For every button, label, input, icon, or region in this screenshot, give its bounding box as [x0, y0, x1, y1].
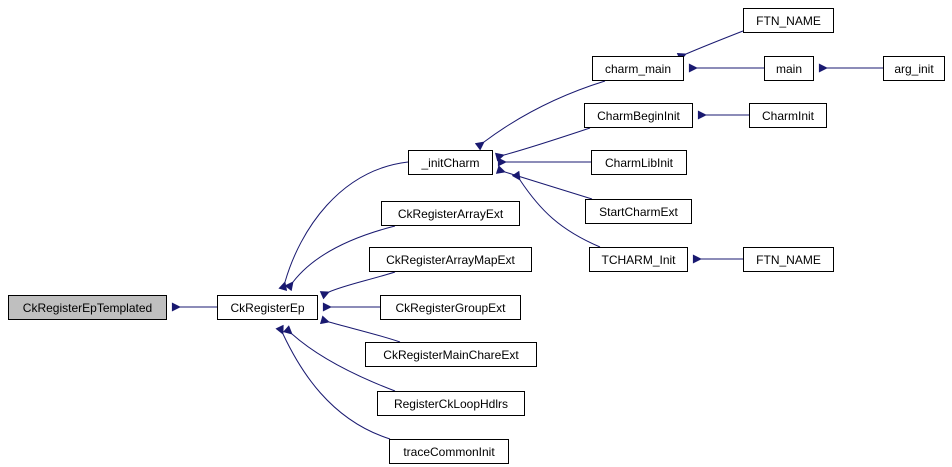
edge-n10-n2: [495, 127, 591, 162]
node-registerckloophdlrs[interactable]: RegisterCkLoopHdlrs: [377, 391, 525, 416]
edge-n3-n1: [284, 225, 396, 292]
node-initcharm[interactable]: _initCharm: [408, 150, 493, 175]
node-ckregistereptemplated: CkRegisterEpTemplated: [8, 295, 167, 320]
edge-n9-n2: [474, 80, 606, 151]
node-ckregistermainchareext[interactable]: CkRegisterMainChareExt: [365, 342, 537, 367]
node-ftn-name-bottom[interactable]: FTN_NAME: [743, 247, 834, 272]
node-main[interactable]: main: [764, 56, 814, 81]
node-charmlibinit[interactable]: CharmLibInit: [591, 150, 687, 175]
node-charm-main[interactable]: charm_main: [592, 56, 684, 81]
edge-n6-n1: [319, 315, 401, 343]
node-ftn-name-top[interactable]: FTN_NAME: [743, 8, 834, 33]
node-ckregisterarraymapext[interactable]: CkRegisterArrayMapExt: [369, 247, 532, 272]
node-charmbegininit[interactable]: CharmBeginInit: [584, 103, 693, 128]
edge-n8-n1: [275, 324, 391, 440]
node-tracecommoninit[interactable]: traceCommonInit: [389, 439, 509, 464]
node-startcharmext[interactable]: StartCharmExt: [585, 199, 692, 224]
node-arg-init[interactable]: arg_init: [883, 56, 945, 81]
edge-n7-n1: [282, 325, 396, 392]
edge-n12-n2: [495, 165, 593, 200]
edge-n13-n2: [511, 170, 601, 248]
node-ckregistergroupext[interactable]: CkRegisterGroupExt: [380, 295, 521, 320]
edge-n14-n9: [676, 30, 744, 62]
edge-n4-n1: [319, 271, 396, 300]
edge-n2-n1: [278, 161, 409, 292]
node-ckregisterarrayext[interactable]: CkRegisterArrayExt: [381, 201, 520, 226]
node-charminit[interactable]: CharmInit: [749, 103, 827, 128]
node-ckregisterep[interactable]: CkRegisterEp: [217, 295, 318, 320]
node-tcharm-init[interactable]: TCHARM_Init: [589, 247, 688, 272]
